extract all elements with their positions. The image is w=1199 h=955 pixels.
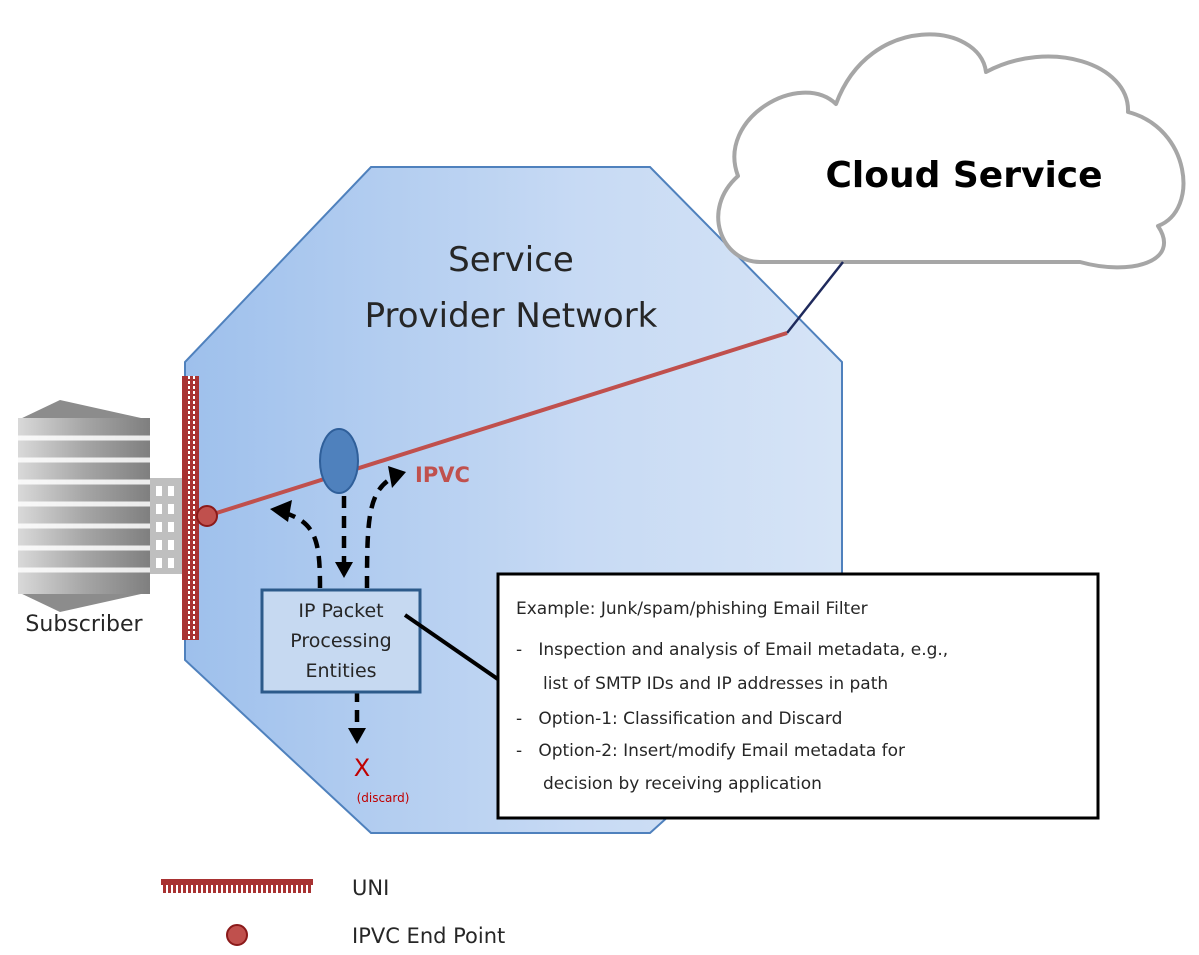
flow-arrows <box>281 476 394 730</box>
processing-line1: IP Packet <box>298 600 383 622</box>
note-line5: - Option-2: Insert/modify Email metadata… <box>516 741 905 761</box>
network-title-line1: Service <box>448 240 574 280</box>
ipvc-line <box>206 331 788 518</box>
packet-filter-ellipse <box>319 428 359 494</box>
note-line1: Example: Junk/spam/phishing Email Filter <box>516 599 868 619</box>
processing-entities-box <box>260 588 422 694</box>
note-line6: decision by receiving application <box>516 774 822 794</box>
discard-label: (discard) <box>357 791 410 805</box>
note-line4: - Option-1: Classification and Discard <box>516 709 842 729</box>
cloud-link <box>786 261 844 334</box>
subscriber-label: Subscriber <box>25 612 143 637</box>
building-icon <box>18 400 184 612</box>
legend-endpoint-swatch <box>226 924 248 946</box>
network-title-line2: Provider Network <box>365 296 658 336</box>
legend-uni-label: UNI <box>352 876 389 900</box>
example-note-box <box>496 572 1100 820</box>
legend-endpoint-label: IPVC End Point <box>352 924 505 948</box>
legend: UNI IPVC End Point <box>161 876 505 948</box>
arrow-heads <box>270 466 406 744</box>
cloud-label: Cloud Service <box>825 155 1102 196</box>
ipvc-label: IPVC <box>415 463 470 487</box>
processing-line2: Processing <box>290 630 391 652</box>
note-line2: - Inspection and analysis of Email metad… <box>516 640 948 660</box>
ipvc-endpoint <box>196 505 218 527</box>
note-line3: list of SMTP IDs and IP addresses in pat… <box>516 674 888 694</box>
discard-mark: X <box>354 754 370 782</box>
legend-uni-swatch <box>161 879 313 893</box>
processing-line3: Entities <box>305 660 376 682</box>
uni-bar <box>182 376 199 640</box>
cloud-shape <box>716 32 1186 270</box>
